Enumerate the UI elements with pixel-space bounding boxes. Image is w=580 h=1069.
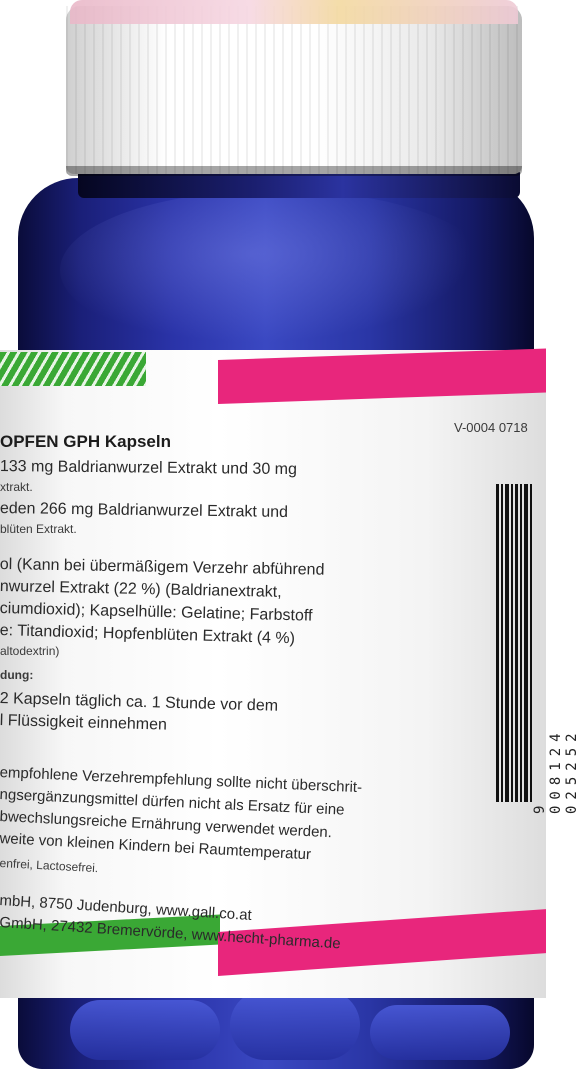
usage-heading: dung: (0, 668, 34, 682)
composition-line: blüten Extrakt. (0, 522, 77, 536)
label-green-stripe-top (0, 352, 146, 386)
capsule-visible (370, 1005, 510, 1060)
composition-line: xtrakt. (0, 480, 33, 494)
ingredients-line: altodextrin) (0, 644, 60, 658)
barcode (496, 484, 534, 802)
version-code: V-0004 0718 (454, 420, 528, 435)
capsule-visible (70, 1000, 220, 1060)
cap-shadow (66, 166, 522, 176)
capsule-visible (230, 990, 360, 1060)
cap-top-print (70, 0, 518, 24)
bottle-cap (66, 6, 522, 174)
product-title: OPFEN GPH Kapseln (0, 432, 171, 451)
bottle-shoulder-highlight (60, 190, 490, 350)
product-label (0, 350, 546, 998)
composition-line: 133 mg Baldrianwurzel Extrakt und 30 mg (0, 458, 298, 479)
barcode-digits: 9 008124 025252 (532, 727, 580, 814)
